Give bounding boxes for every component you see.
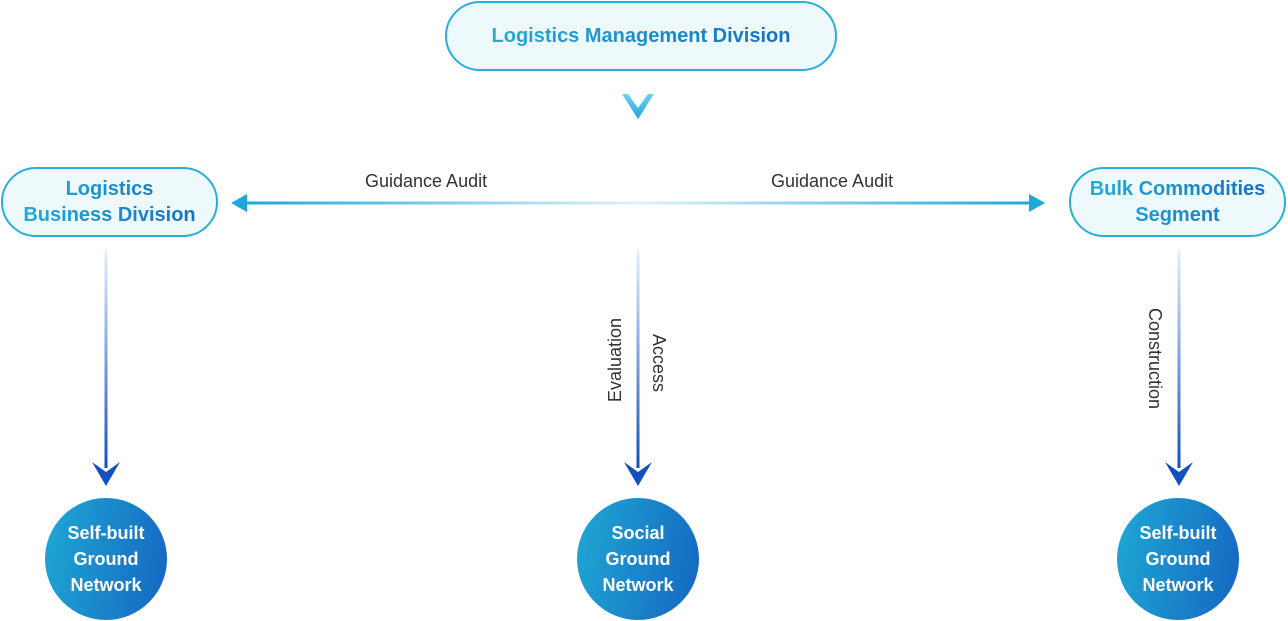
node-social-ground-network: Social Ground Network	[577, 498, 699, 620]
edge-label-guidance-audit-right: Guidance Audit	[771, 171, 894, 191]
arrow-down-left-icon	[92, 462, 120, 486]
arrow-down-center-icon	[624, 462, 652, 486]
edge-label-access: Access	[649, 334, 669, 393]
edge-label-evaluation: Evaluation	[605, 318, 625, 403]
node-self-built-ground-network-right: Self-built Ground Network	[1117, 498, 1239, 620]
node-logistics-management-division: Logistics Management Division	[445, 1, 837, 71]
vertical-line-right	[1177, 250, 1181, 468]
node-left-label: Logistics Business Division	[23, 178, 196, 226]
node-logistics-business-division: Logistics Business Division	[1, 167, 218, 237]
node-self-built-ground-network-left: Self-built Ground Network	[45, 498, 167, 620]
node-bulk-commodities-segment: Bulk Commodities Segment	[1069, 167, 1286, 237]
audit-line-left	[244, 201, 638, 205]
vertical-line-center	[636, 250, 640, 468]
vertical-line-left	[104, 250, 108, 468]
arrow-down-right-icon	[1165, 462, 1193, 486]
chevron-notch	[628, 94, 648, 108]
node-right-label: Bulk Commodities Segment	[1089, 178, 1266, 226]
audit-line-right	[638, 201, 1032, 205]
arrow-left-icon	[231, 194, 247, 212]
node-top-label: Logistics Management Division	[491, 25, 791, 47]
edge-label-construction: Construction	[1145, 308, 1165, 410]
edge-label-guidance-audit-left: Guidance Audit	[365, 171, 488, 191]
arrow-right-icon	[1029, 194, 1045, 212]
